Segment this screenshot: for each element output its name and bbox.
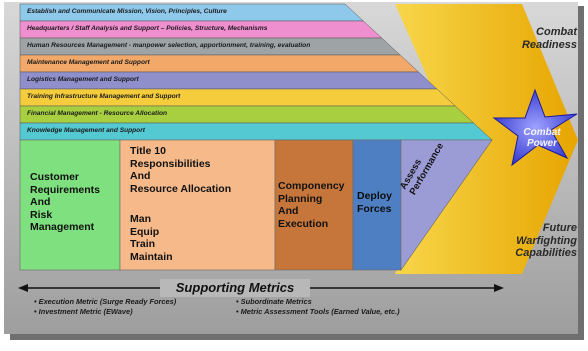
band-label-8: Knowledge Management and Support [27, 127, 145, 134]
combat-power-star [492, 88, 578, 167]
supporting-metrics-title: Supporting Metrics [175, 280, 295, 295]
title10-text: Title 10 Responsibilities And Resource A… [130, 145, 232, 195]
band-label-1: Establish and Communicate Mission, Visio… [27, 8, 227, 15]
componency-text: Componency Planning And Execution [278, 180, 345, 230]
deploy-box [352, 139, 402, 271]
title10-box [119, 139, 276, 271]
customer-requirements-text: Customer Requirements And Risk Managemen… [30, 171, 101, 233]
band-label-5: Logistics Management and Support [27, 76, 139, 83]
metrics-arrow-left-head [18, 284, 28, 292]
bands-group [19, 3, 493, 141]
deploy-forces-text: Deploy Forces [357, 190, 393, 215]
metrics-title-backdrop [160, 279, 310, 297]
band-label-2: Headquarters / Staff Analysis and Suppor… [27, 25, 268, 32]
band-label-4: Maintenance Management and Support [27, 59, 150, 66]
combat-power-text: Combat Power [523, 127, 561, 149]
band-label-6: Training Infrastructure Management and S… [27, 93, 181, 100]
metrics-arrow-right-head [494, 284, 504, 292]
customer-box [19, 139, 121, 271]
title10-list-text: Man Equip Train Maintain [130, 213, 173, 263]
band-label-3: Human Resources Management - manpower se… [27, 42, 311, 49]
metric-investment: • Investment Metric (EWave) [34, 307, 133, 316]
metric-execution: • Execution Metric (Surge Ready Forces) [34, 297, 177, 306]
combat-readiness-text: Combat Readiness [521, 26, 577, 51]
future-capabilities-text: Future Warfighting Capabilities [515, 222, 577, 259]
band-label-7: Financial Management - Resource Allocati… [27, 110, 168, 117]
componency-box [274, 139, 354, 271]
metric-subordinate: • Subordinate Metrics [236, 297, 312, 306]
assess-box [400, 139, 493, 271]
metric-assessment-tools: • Metric Assessment Tools (Earned Value,… [236, 307, 400, 316]
